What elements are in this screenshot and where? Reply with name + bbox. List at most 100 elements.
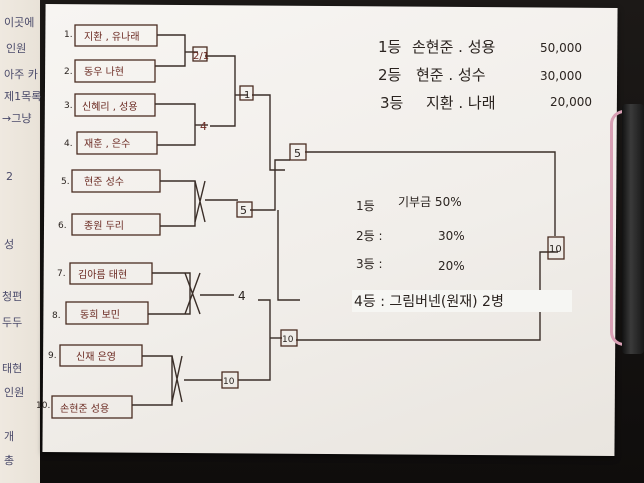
round-label: 10 [282,335,294,345]
back-line: 인원 [4,386,24,399]
connector [148,272,191,315]
connector-cross [194,180,206,223]
team-names: 종원 두리 [84,220,124,232]
team-seed: 5. [61,177,70,187]
team-entry: 6. 종원 두리 [58,213,161,236]
team-entry: 5. 현준 성수 [61,169,161,193]
team-seed: 4. [64,139,73,149]
round-label: 10 [549,244,562,255]
team-names: 재훈 , 은수 [84,137,130,150]
split-list: 1등 기부금 50% 2등 : 30% 3등 : 20% 4등 : 그림버넨(원… [352,195,572,312]
back-line: 이곳에 [4,16,34,29]
back-line: 인원 [6,42,26,55]
back-line: 아주 카 [4,68,38,81]
team-entry: 10. 손현준 성용 [36,395,133,419]
team-box [65,301,149,325]
team-entry: 4. 재훈 , 은수 [64,131,158,155]
team-box [51,395,133,419]
back-line: 총 [4,454,14,467]
back-line: 청편 [2,290,22,303]
team-box [71,213,161,236]
team-entry: 8. 동희 보민 [52,301,149,325]
team-names: 현준 성수 [84,176,124,188]
split-rank: 1등 [356,199,375,213]
connector [305,151,556,236]
round-label: 5 [240,204,247,217]
split-share: 30% [438,229,465,243]
round-box [289,143,307,161]
team-names: 손현준 성용 [60,403,109,415]
team-seed: 3. [64,101,73,111]
round-labels: 2/1 1 4 5 5 4 10 10 10 [192,46,565,389]
round-label: 5 [294,147,301,160]
team-seed: 7. [57,269,66,279]
split-rank: 3등 : [356,257,383,271]
connector [277,210,300,301]
prize-amount: 30,000 [540,69,582,83]
round-label: 4 [238,289,246,303]
prize-rank: 2등 [378,66,402,84]
back-line: →그냥 [2,112,31,125]
back-line: 두두 [2,316,22,329]
background-sheet-text: 이곳에 인원 아주 카 제1목록 →그냥 2 성 청편 두두 태현 인원 개 총 [2,16,41,467]
team-seed: 2. [64,67,73,77]
round-box [239,85,254,101]
back-line: 제1목록 [4,90,41,103]
clipboard-clip [622,104,644,354]
correction-tape [352,290,572,312]
team-box [74,93,156,117]
round-box [280,329,298,347]
team-entry: 3. 신혜리 , 성용 [64,93,156,117]
back-line: 2 [6,170,13,183]
split-share: 기부금 50% [398,195,462,209]
round-label: 4 [200,120,207,133]
connector [252,94,285,171]
connector-cross [184,272,201,315]
team-names: 신재 은영 [76,351,116,363]
connector [250,159,290,211]
prize-names: 현준 . 성수 [416,66,486,84]
round-box [236,201,253,218]
back-line: 성 [4,238,14,251]
team-seed: 6. [58,221,67,231]
round-box [192,46,208,62]
team-entry: 9. 신재 은영 [48,344,143,367]
team-names: 동우 나현 [84,66,124,78]
prize-names: 손현준 . 성용 [412,38,495,56]
round-label: 2/1 [193,51,209,62]
team-entry: 7. 김아름 태현 [57,262,153,285]
connector [155,34,186,67]
fourth-place-note: 4등 : 그림버넨(원재) 2병 [354,294,504,310]
team-seed: 8. [52,311,61,321]
split-share: 20% [438,259,465,273]
team-seed: 10. [36,401,50,411]
connector [155,103,196,146]
back-line: 개 [4,430,14,443]
prize-names: 지환 . 나래 [426,94,496,112]
connector [160,180,196,227]
prize-rank: 1등 [378,38,402,56]
round-box [547,236,565,260]
prize-rank: 3등 [380,94,404,112]
team-box [74,59,156,83]
team-names: 김아름 태현 [78,269,127,281]
connector [205,55,236,127]
team-list: 1. 지환 , 유나래 2. 동우 나현 3. 신혜리 , 성용 4. 재훈 ,… [36,24,161,419]
back-line: 태현 [2,362,22,375]
split-rank: 2등 : [356,229,383,243]
prize-amount: 50,000 [540,41,582,55]
round-box [221,371,239,389]
prize-amount: 20,000 [550,95,592,109]
round-label: 10 [223,377,235,387]
connector [132,355,173,406]
team-seed: 9. [48,351,57,361]
prize-list: 1등 손현준 . 성용 50,000 2등 현준 . 성수 30,000 3등 … [378,38,592,112]
round-label: 1 [244,90,250,101]
team-seed: 1. [64,30,73,40]
connector [238,299,271,381]
team-names: 신혜리 , 성용 [82,101,138,113]
team-box [76,131,158,155]
bracket-lines [132,34,558,406]
